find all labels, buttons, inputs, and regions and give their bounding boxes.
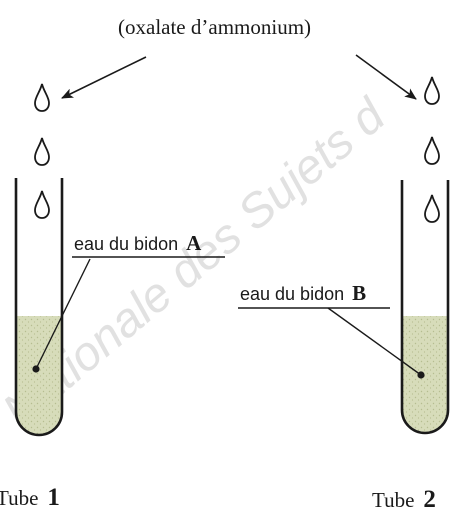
tube1-label-number: 1 xyxy=(47,484,60,511)
tube-1 xyxy=(14,178,91,437)
arrow-to-tube2 xyxy=(355,54,417,100)
water-a-prefix: eau du bidon xyxy=(74,234,178,254)
label-water-a: eau du bidon A xyxy=(72,231,225,258)
tube2-label-number: 2 xyxy=(423,486,436,513)
tube1-label-prefix: Tube xyxy=(0,486,38,510)
tube2-label: Tube 2 xyxy=(372,486,436,513)
tube1-glass xyxy=(14,178,64,437)
water-b-prefix: eau du bidon xyxy=(240,284,344,304)
tube2-label-prefix: Tube xyxy=(372,488,414,512)
tube2-pointer-line xyxy=(327,307,422,376)
reagent-label: (oxalate d’ammonium) xyxy=(118,15,311,39)
water-b-letter: B xyxy=(352,281,366,305)
drop-icon xyxy=(34,137,50,166)
tube2-liquid xyxy=(402,316,448,433)
drop-icon xyxy=(34,83,50,112)
drop-icon xyxy=(424,136,440,165)
water-a-letter: A xyxy=(186,231,202,255)
label-water-b: eau du bidon B xyxy=(238,281,390,309)
tube1-pointer-line xyxy=(35,258,91,370)
tube2-glass xyxy=(400,180,450,435)
svg-text:eau du bidon B: eau du bidon B xyxy=(240,281,366,305)
drop-icon xyxy=(34,190,50,219)
tube-2 xyxy=(327,180,450,435)
drop-icon xyxy=(424,76,440,105)
svg-text:eau du bidon A: eau du bidon A xyxy=(74,231,202,255)
tube1-label: Tube 1 xyxy=(0,484,60,511)
tube1-liquid xyxy=(16,316,62,435)
drop-icon xyxy=(424,194,440,223)
drops-tube1 xyxy=(34,83,50,219)
drops-tube2 xyxy=(424,76,440,223)
arrow-to-tube1 xyxy=(61,56,147,99)
